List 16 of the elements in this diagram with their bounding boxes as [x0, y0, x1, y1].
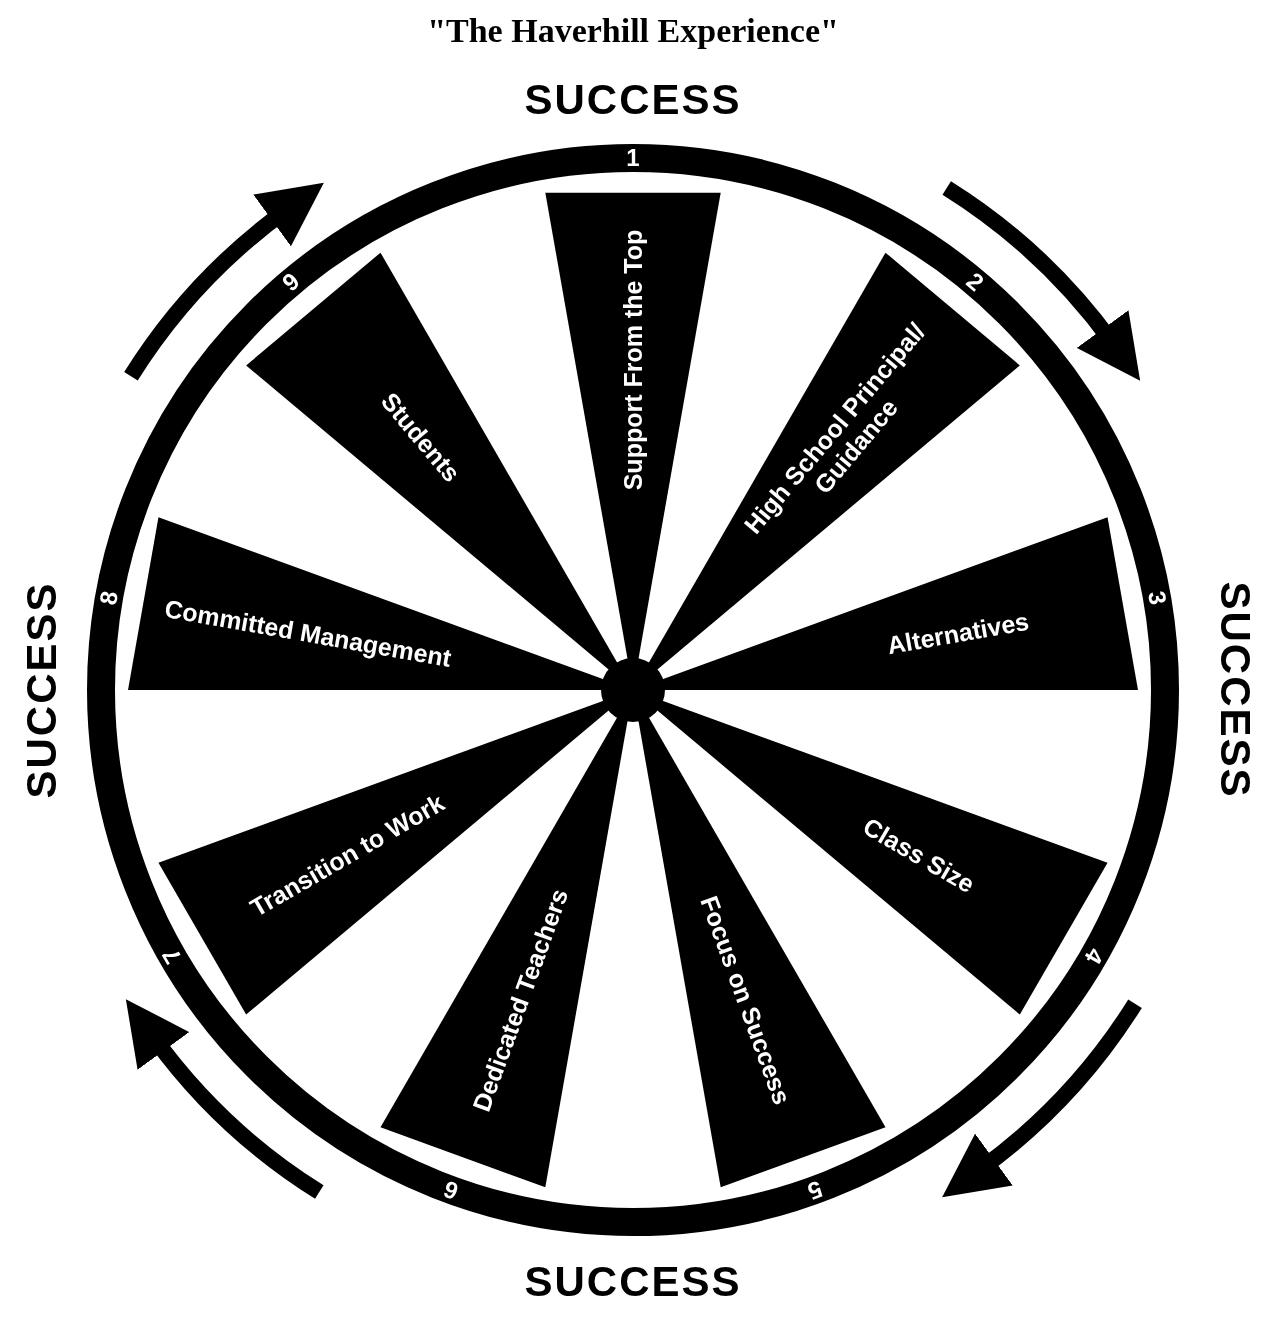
- spoke-number: 2: [962, 268, 988, 296]
- success-label: SUCCESS: [524, 1258, 742, 1306]
- success-label: SUCCESS: [18, 581, 66, 799]
- spoke-number: 8: [96, 588, 123, 607]
- title: "The Haverhill Experience": [426, 12, 840, 50]
- spoke-number: 4: [1080, 944, 1108, 968]
- wedge-label: Support From the Top: [619, 229, 647, 491]
- success-label: SUCCESS: [1211, 581, 1259, 799]
- spoke-number: 6: [440, 1176, 462, 1204]
- spoke-number: 9: [278, 268, 304, 296]
- spoke-number: 1: [626, 146, 640, 170]
- spoke-number: 5: [804, 1176, 826, 1204]
- success-label: SUCCESS: [524, 76, 742, 124]
- spoke-number: 7: [158, 944, 186, 968]
- spoke-number: 3: [1143, 588, 1170, 607]
- wedge-label: Alternatives: [885, 606, 1031, 659]
